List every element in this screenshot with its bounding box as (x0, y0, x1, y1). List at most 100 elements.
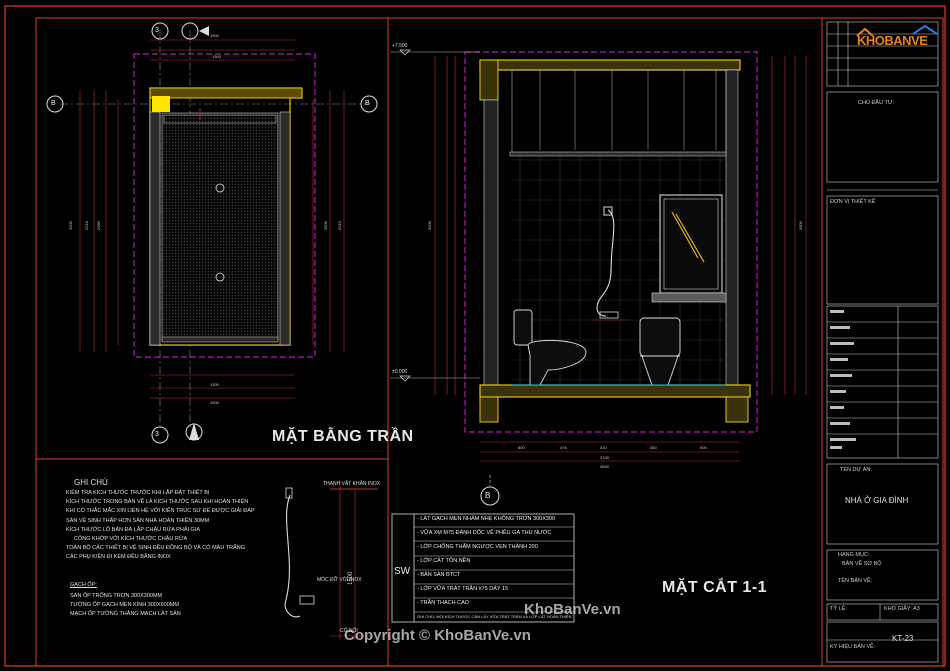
svg-text:800: 800 (518, 445, 525, 450)
detail-label-hook: MÓC ĐỠ VÒI INOX (317, 577, 362, 583)
note-item: SÀN VỆ SINH THẤP HƠN SÀN NHÀ HOÀN THIỆN … (66, 517, 210, 524)
notes-list: KIỂM TRA KÍCH THƯỚC TRƯỚC KHI LẮP ĐẶT TH… (66, 489, 255, 563)
svg-text:2500: 2500 (323, 220, 328, 230)
layers-footnote: GHI CHÚ: MỌI KÍCH THƯỚC CẦN LẤY VỮA TRÁT… (417, 614, 572, 619)
finish-item: MẠCH ỐP TƯỜNG THẲNG MẠCH LÁT SÀN (70, 611, 181, 618)
title-block-entries (830, 310, 856, 449)
axis-marker-b-section (480, 486, 500, 506)
svg-text:3740: 3740 (600, 455, 610, 460)
notes-heading: GHI CHÚ (74, 478, 108, 487)
section-dimension-lines (390, 51, 807, 462)
svg-text:1500: 1500 (348, 571, 354, 585)
section-floor-beam-left (479, 396, 499, 423)
note-item: TOÀN BỘ CÁC THIẾT BỊ VỆ SINH ĐỀU ĐỒNG BỘ… (66, 545, 245, 552)
plan-left-wall (149, 111, 161, 346)
owner-label: CHỦ ĐẦU TƯ: (858, 100, 895, 106)
section-boundary (464, 51, 758, 433)
section-top-beam (479, 59, 499, 101)
section-right-wall (725, 69, 739, 386)
svg-text:3300: 3300 (427, 220, 432, 230)
note-item: CÔNG KHỚP VỚI KÍCH THƯỚC CHẬU RỬA (74, 536, 188, 543)
scale-label: TỶ LỆ: (830, 606, 847, 612)
faucet-detail: 1500 (284, 480, 378, 640)
plan-ceiling-hatch (161, 112, 279, 342)
axis-marker-3a-top (181, 22, 199, 40)
layers-table (391, 513, 575, 623)
watermark-center: KhoBanVe.vn (524, 601, 621, 618)
svg-text:2210: 2210 (337, 220, 342, 230)
axis-label-3-bottom: 3 (155, 431, 159, 438)
shower-mixer-icon (599, 311, 619, 319)
axis-label-b-right: B (365, 100, 370, 107)
axis-marker-b-right (360, 95, 378, 113)
mirror (659, 194, 723, 294)
ceiling-void (511, 69, 727, 155)
level-floor: ±0.000 (392, 369, 408, 375)
toilet-side-icon (513, 309, 587, 386)
logo-house-icon (856, 24, 938, 37)
design-unit-label: ĐƠN VỊ THIẾT KẾ (830, 199, 876, 205)
detail-label-towel-bar: THANH VẮT KHĂN INOX (323, 481, 381, 487)
layers-list: - LÁT GẠCH MEN NHÁM NHẸ KHÔNG TRƠN 300X3… (417, 516, 555, 611)
vanity-counter (651, 292, 727, 303)
ceiling-hangers (539, 70, 717, 150)
svg-text:900: 900 (700, 445, 707, 450)
toilet-front-icon (639, 317, 681, 386)
finish-item: SÀN ỐP TRỐNG TRƠN 300X300MM (70, 593, 163, 599)
watermark-copyright: Copyright © KhoBanVe.vn (344, 627, 531, 644)
sheet-inner-frame (35, 17, 944, 667)
shower-head-icon (603, 206, 613, 216)
layer-item: - LỚP CÁT TÔN NỀN (417, 558, 471, 564)
sheet-number: KT-23 (892, 634, 914, 643)
plan-right-wall (279, 111, 291, 346)
detail-hose (284, 494, 301, 618)
plan-ceiling-trim (163, 114, 277, 124)
layer-item: - LỚP VỮA TRÁT TRẦN #75 DÀY 15 (417, 586, 509, 592)
svg-text:1900: 1900 (210, 400, 220, 405)
plan-top-wall (149, 87, 303, 99)
detail-shower-head (285, 487, 293, 499)
category-label: HẠNG MỤC: (838, 552, 870, 558)
svg-text:2500: 2500 (68, 220, 73, 230)
level-marks (399, 49, 411, 382)
plan-title: MẶT BẰNG TRẦN (272, 428, 414, 445)
category-value: BẢN VẼ SƠ BỘ (842, 561, 882, 567)
section-floor-beam-right (725, 396, 749, 423)
drawing-name-label: TÊN BẢN VẼ: (838, 578, 873, 584)
layer-item: - BẢN SÀN BTCT (417, 572, 461, 578)
section-title: MẶT CẮT 1-1 (662, 579, 768, 596)
note-item: KÍCH THƯỚC TRONG BẢN VẼ LÀ KÍCH THƯỚC SA… (66, 499, 249, 506)
plan-bottom-trim (161, 336, 279, 343)
section-top-slab (479, 59, 741, 71)
svg-text:1900: 1900 (210, 33, 220, 38)
ceiling-light-icon (215, 272, 225, 282)
level-top: +7.500 (392, 43, 408, 49)
axis-marker-3-bottom (151, 426, 169, 444)
note-item: CÁC PHỤ KIỆN ĐI KÈM ĐỀU BẰNG INOX (66, 554, 171, 561)
sheet-label: KÝ HIỆU BẢN VẼ: (830, 644, 876, 650)
finish-list: SÀN ỐP TRỐNG TRƠN 300X300MM TƯỜNG ỐP GẠC… (70, 592, 181, 620)
note-item: KHI CÓ THẮC MẮC XIN LIÊN HỆ VỚI KIẾN TRÚ… (66, 508, 255, 515)
plan-boundary (133, 53, 316, 358)
note-item: KIỂM TRA KÍCH THƯỚC TRƯỚC KHI LẮP ĐẶT TH… (66, 490, 210, 496)
layer-item: - TRẦN THẠCH CAO (417, 600, 470, 606)
project-name: NHÀ Ở GIA ĐÌNH (845, 496, 909, 505)
mirror-reflection (671, 211, 705, 263)
shower-hose (596, 209, 615, 317)
axis-label-b-left: B (51, 100, 56, 107)
svg-text:2090: 2090 (96, 220, 101, 230)
axis-label-b-section: B (485, 491, 491, 500)
layer-item: - VỮA XM M75 ĐÁNH DỐC VỀ PHỄU GA THU NƯỚ… (417, 530, 552, 536)
svg-text:310: 310 (600, 445, 607, 450)
detail-hook (299, 595, 315, 605)
axis-marker-b-left (46, 95, 64, 113)
axis-label-3-top: 3 (155, 27, 159, 34)
svg-text:475: 475 (560, 445, 567, 450)
detail-label-connector: CỔ NỐI (340, 628, 358, 634)
svg-text:1300: 1300 (210, 382, 220, 387)
svg-text:3840: 3840 (600, 464, 610, 469)
plan-yellow-column (152, 96, 170, 112)
